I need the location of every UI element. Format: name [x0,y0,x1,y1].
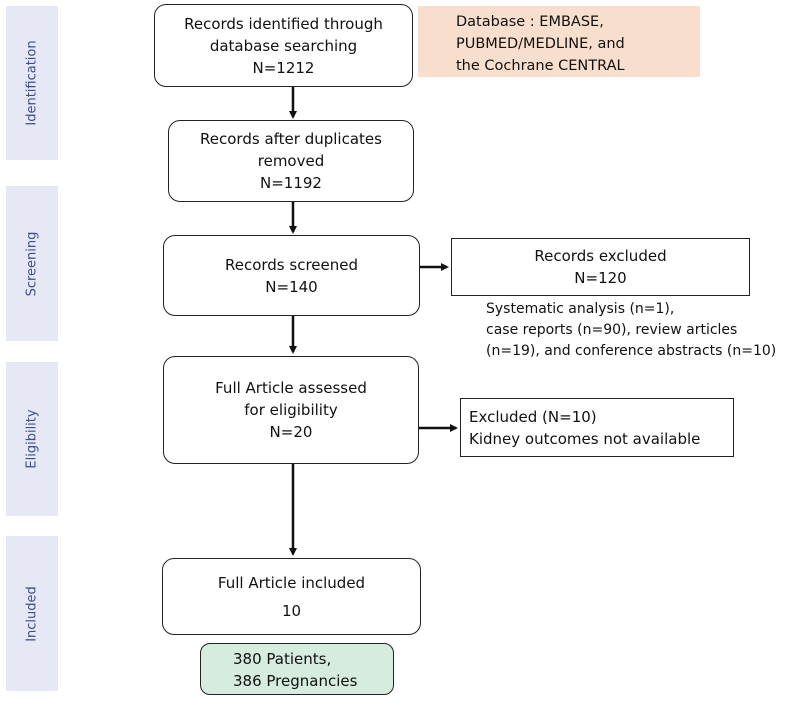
box-line: N=1212 [252,58,315,77]
exclusion-line: case reports (n=90), review articles [486,322,738,338]
full-article-assessed-box: Full Article assessed for eligibility N=… [163,356,419,464]
box-line: database searching [209,36,358,55]
box-line: Full Article assessed [215,379,367,397]
box-line: Records excluded [534,247,667,265]
stage-identification: Identification [6,6,58,160]
box-line: removed [257,152,325,170]
box-line: N=140 [265,277,318,296]
database-line: PUBMED/MEDLINE, and [456,36,625,52]
box-line: N=20 [269,423,313,441]
result-line: 380 Patients, [233,650,332,668]
box-line: Full Article included [217,573,366,592]
box-line: 10 [281,601,302,620]
database-line: Database : EMBASE, [456,14,604,30]
excluded-eligibility-box: Excluded (N=10) Kidney outcomes not avai… [460,398,734,457]
box-line: N=120 [574,269,627,287]
result-box: 380 Patients, 386 Pregnancies [200,643,394,695]
exclusion-line: (n=19), and conference abstracts (n=10) [486,343,777,359]
box-line: Records screened [224,255,359,274]
stage-included: Included [6,536,58,691]
records-excluded-box: Records excluded N=120 [451,238,750,296]
box-line: Records identified through [184,14,383,33]
full-article-included-box: Full Article included 10 [162,558,421,635]
database-line: the Cochrane CENTRAL [456,58,625,74]
stage-eligibility: Eligibility [6,362,58,516]
exclusion-line: Systematic analysis (n=1), [486,301,675,317]
exclusion-details: Systematic analysis (n=1), case reports … [486,299,776,362]
box-line: Records after duplicates [200,130,382,148]
box-line: for eligibility [244,401,338,419]
box-line: N=1192 [260,174,322,192]
stage-screening: Screening [6,186,58,341]
box-line: Excluded (N=10) [469,407,597,426]
result-line: 386 Pregnancies [233,672,358,690]
records-after-duplicates-box: Records after duplicates removed N=1192 [168,120,414,202]
records-identified-box: Records identified through database sear… [154,4,413,87]
records-screened-box: Records screened N=140 [163,235,420,316]
box-line: Kidney outcomes not available [469,429,701,448]
database-note: Database : EMBASE, PUBMED/MEDLINE, and t… [418,6,700,77]
